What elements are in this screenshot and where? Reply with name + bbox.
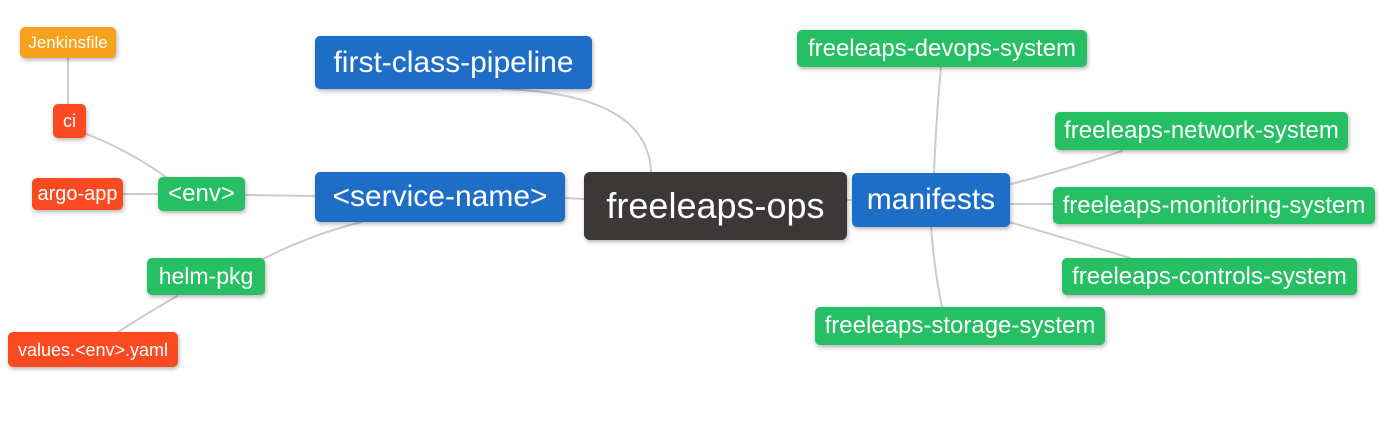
node-first-class-pipeline[interactable]: first-class-pipeline [315,36,592,89]
node-service-name[interactable]: <service-name> [315,172,565,222]
edge-service-name-root [564,197,585,200]
node-argo-app[interactable]: argo-app [32,178,123,210]
node-values-env-yaml[interactable]: values.<env>.yaml [8,332,178,367]
edge-ci-env [83,132,167,178]
edge-manifests-storage-system [930,226,943,308]
node-jenkinsfile[interactable]: Jenkinsfile [20,27,116,58]
edge-manifests-controls-system [1008,221,1131,259]
edge-manifests-network-system [1010,150,1123,185]
node-helm-pkg[interactable]: helm-pkg [147,258,265,295]
node-freeleaps-controls-system[interactable]: freeleaps-controls-system [1062,258,1357,295]
node-freeleaps-monitoring-system[interactable]: freeleaps-monitoring-system [1053,187,1375,224]
edge-env-service-name [244,194,316,197]
edge-manifests-devops-system [933,66,942,174]
node-root-freeleaps-ops[interactable]: freeleaps-ops [584,172,847,240]
node-env[interactable]: <env> [158,177,245,211]
edge-helm-pkg-service-name [262,221,363,260]
edge-first-class-pipeline-root [502,88,652,173]
node-freeleaps-devops-system[interactable]: freeleaps-devops-system [797,30,1087,67]
node-freeleaps-storage-system[interactable]: freeleaps-storage-system [815,307,1105,345]
node-ci[interactable]: ci [53,104,86,138]
edge-values-env-yaml-helm-pkg [117,295,178,333]
node-manifests[interactable]: manifests [852,173,1010,227]
node-freeleaps-network-system[interactable]: freeleaps-network-system [1055,112,1348,150]
